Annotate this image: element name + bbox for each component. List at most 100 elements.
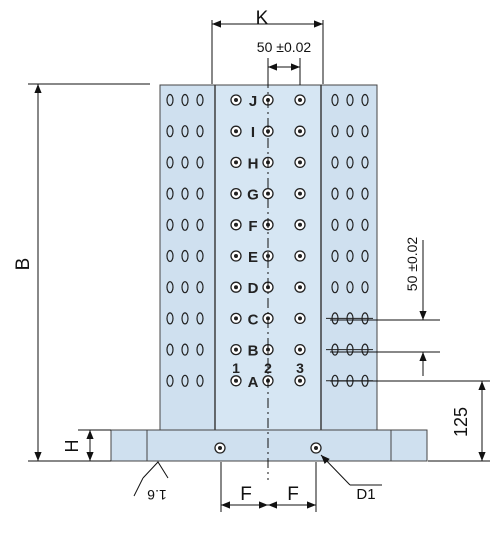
center-bolt-hole-core	[234, 222, 238, 227]
side-hole-left	[196, 312, 204, 325]
side-hole-right	[331, 187, 339, 200]
k-label: K	[256, 8, 269, 29]
row-label-g: G	[247, 187, 259, 204]
side-hole-right	[361, 187, 369, 200]
side-hole-left	[181, 374, 189, 387]
side-hole-left	[181, 93, 189, 107]
side-hole-right	[346, 125, 354, 138]
side-hole-left	[196, 281, 204, 294]
center-bolt-hole-core	[298, 378, 302, 383]
base-hole-core	[314, 446, 318, 450]
center-bolt-hole-core	[298, 98, 302, 102]
side-hole-right	[361, 156, 369, 169]
side-hole-right	[346, 281, 354, 294]
side-hole-right	[331, 125, 339, 138]
center-bolt-hole-core	[298, 160, 302, 165]
side-hole-left	[166, 281, 174, 294]
side-hole-right	[331, 281, 339, 294]
d1-label: D1	[356, 486, 375, 503]
side-hole-left	[196, 125, 204, 138]
center-bolt-hole-core	[234, 98, 238, 102]
side-hole-left	[181, 156, 189, 169]
roughness-label: 1.6	[147, 487, 167, 503]
side-hole-left	[166, 218, 174, 231]
fixture-base	[110, 429, 428, 462]
f-left-label: F	[240, 484, 252, 505]
side-hole-left	[166, 249, 174, 263]
row-label-a: A	[248, 374, 259, 391]
roughness-leg	[133, 477, 144, 497]
center-bolt-hole-core	[266, 129, 270, 134]
row-label-h: H	[248, 155, 259, 172]
base-hole-core	[218, 446, 222, 450]
dim125-label: 125	[451, 407, 471, 437]
side-hole-left	[181, 343, 189, 356]
center-bolt-hole-core	[266, 254, 270, 258]
center-bolt-hole-core	[234, 378, 238, 383]
side-hole-right	[346, 156, 354, 169]
side-hole-right	[331, 156, 339, 169]
side-hole-left	[166, 93, 174, 107]
row-label-c: C	[248, 311, 259, 328]
center-bolt-hole-core	[234, 347, 238, 352]
side-hole-left	[166, 125, 174, 138]
center-bolt-hole-core	[298, 254, 302, 258]
side-hole-right	[361, 281, 369, 294]
side-hole-right	[331, 93, 339, 107]
side-hole-right	[346, 93, 354, 107]
center-bolt-hole-core	[234, 285, 238, 290]
side-hole-left	[181, 281, 189, 294]
side-hole-left	[166, 374, 174, 387]
side-hole-left	[181, 312, 189, 325]
row-label-i: I	[251, 124, 255, 141]
center-bolt-hole-core	[234, 254, 238, 258]
center-bolt-hole-core	[298, 191, 302, 196]
h-label: H	[62, 440, 82, 453]
side-hole-right	[361, 93, 369, 107]
center-bolt-hole-core	[266, 347, 270, 352]
side-hole-left	[196, 187, 204, 200]
side-hole-left	[181, 218, 189, 231]
center-bolt-hole-core	[234, 316, 238, 321]
side-hole-left	[196, 374, 204, 387]
row-label-j: J	[249, 93, 257, 110]
row-label-d: D	[248, 280, 259, 297]
side-hole-right	[361, 125, 369, 138]
side-hole-right	[346, 187, 354, 200]
column-label-1: 1	[232, 360, 240, 376]
center-bolt-hole-core	[298, 347, 302, 352]
column-label-3: 3	[296, 360, 304, 376]
side-hole-left	[196, 218, 204, 231]
side-hole-left	[166, 187, 174, 200]
b-label: B	[13, 258, 34, 271]
side-hole-left	[166, 312, 174, 325]
side-hole-left	[196, 249, 204, 263]
side-hole-left	[181, 249, 189, 263]
pitch-h-label: 50 ±0.02	[257, 39, 312, 55]
side-hole-left	[196, 343, 204, 356]
d1-leader	[320, 454, 351, 486]
side-hole-left	[196, 93, 204, 107]
side-hole-left	[181, 125, 189, 138]
side-hole-left	[166, 343, 174, 356]
center-bolt-hole-core	[234, 129, 238, 134]
center-bolt-hole-core	[298, 285, 302, 290]
row-label-b: B	[248, 343, 259, 360]
row-label-f: F	[248, 218, 257, 235]
side-hole-right	[346, 249, 354, 263]
side-hole-right	[331, 218, 339, 231]
center-bolt-hole-core	[298, 222, 302, 227]
center-bolt-hole-core	[298, 316, 302, 321]
center-bolt-hole-core	[234, 191, 238, 196]
center-bolt-hole-core	[234, 160, 238, 165]
side-hole-left	[196, 156, 204, 169]
side-hole-right	[346, 218, 354, 231]
side-hole-right	[361, 218, 369, 231]
roughness-symbol	[142, 461, 169, 479]
center-bolt-hole-core	[298, 129, 302, 134]
row-label-e: E	[248, 249, 258, 266]
side-hole-left	[166, 156, 174, 169]
side-hole-right	[331, 249, 339, 263]
side-hole-right	[361, 249, 369, 263]
